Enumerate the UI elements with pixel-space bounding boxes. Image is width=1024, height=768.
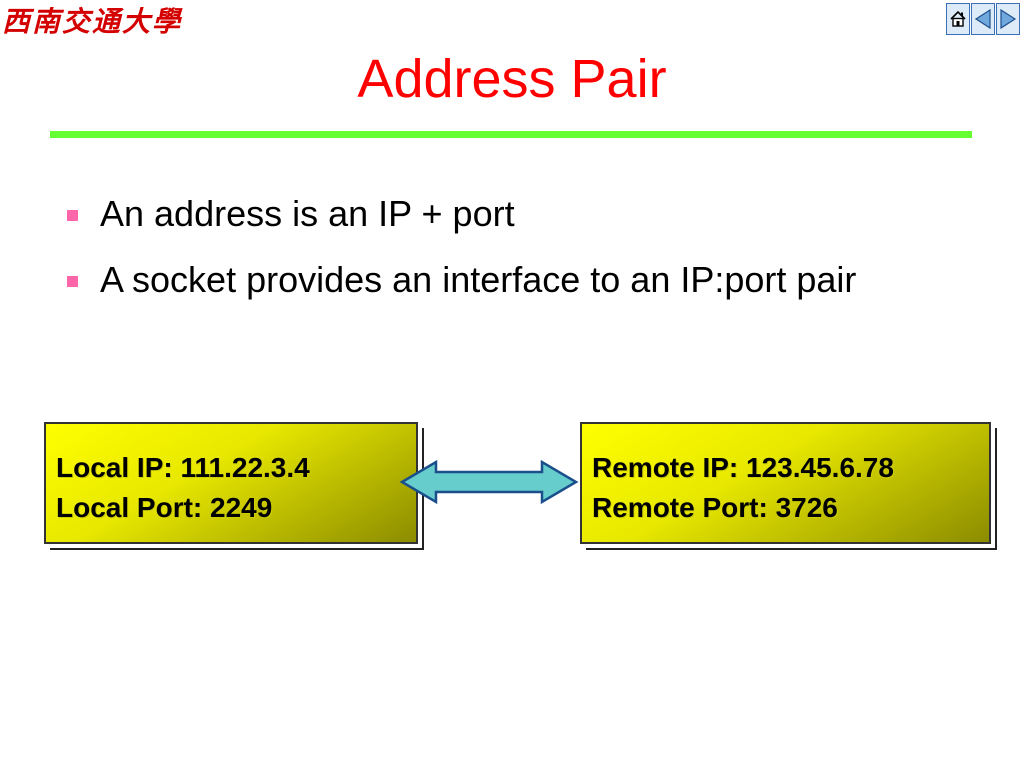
bullet-item: An address is an IP + port — [64, 190, 864, 238]
title-divider — [50, 131, 972, 138]
bullet-text: A socket provides an interface to an IP:… — [100, 259, 857, 300]
local-port-text: Local Port: 2249 — [56, 492, 273, 523]
next-slide-button[interactable] — [996, 3, 1020, 35]
home-icon — [950, 10, 966, 27]
local-address-box: Local IP: 111.22.3.4 Local Port: 2249 — [44, 422, 418, 544]
local-ip-text: Local IP: 111.22.3.4 — [56, 452, 310, 483]
next-icon — [1000, 8, 1017, 30]
bullet-item: A socket provides an interface to an IP:… — [64, 256, 864, 304]
bullet-square-icon — [67, 210, 78, 221]
bullet-list: An address is an IP + port A socket prov… — [64, 190, 864, 304]
bullet-text: An address is an IP + port — [100, 193, 515, 234]
previous-slide-button[interactable] — [971, 3, 995, 35]
home-button[interactable] — [946, 3, 970, 35]
university-logo: 西南交通大學 — [2, 5, 183, 38]
remote-address-box: Remote IP: 123.45.6.78 Remote Port: 3726 — [580, 422, 991, 544]
double-arrow-icon — [399, 459, 579, 505]
bullet-square-icon — [67, 276, 78, 287]
previous-icon — [974, 8, 991, 30]
remote-port-text: Remote Port: 3726 — [592, 492, 838, 523]
slide-navigation — [946, 3, 1020, 37]
slide-title: Address Pair — [357, 49, 667, 109]
remote-ip-text: Remote IP: 123.45.6.78 — [592, 452, 894, 483]
